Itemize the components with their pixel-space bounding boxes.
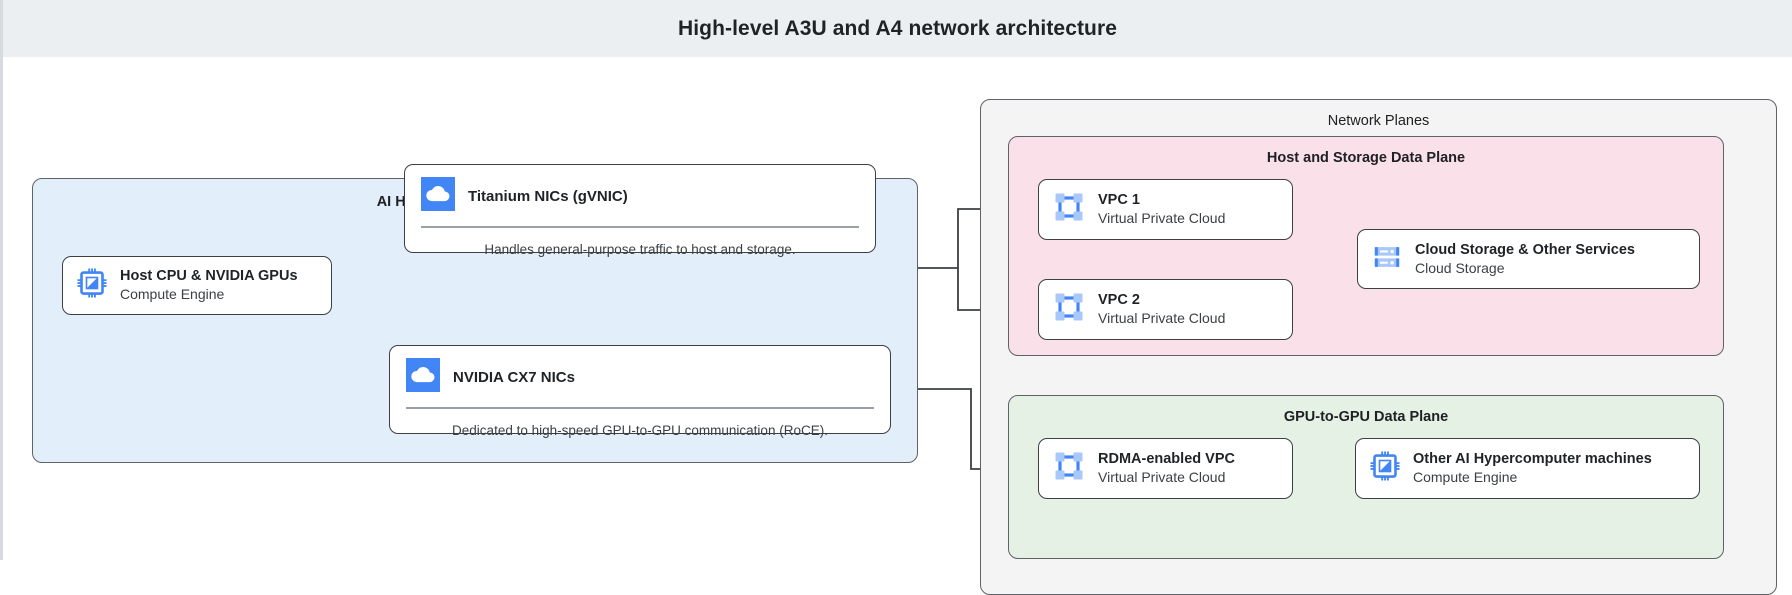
card-vpc-1[interactable]: VPC 1 Virtual Private Cloud [1038,179,1293,240]
vpc-icon [1053,191,1085,228]
card-cloud-storage-title: Cloud Storage & Other Services [1415,241,1635,258]
card-nvidia-cx7-nics[interactable]: NVIDIA CX7 NICs Dedicated to high-speed … [389,345,891,438]
cloud-icon [421,177,455,216]
card-nvidia-cx7-nics-divider [406,407,874,409]
card-vpc-1-subtitle: Virtual Private Cloud [1098,210,1226,227]
vpc-icon [1053,291,1085,328]
card-vpc-2-title: VPC 2 [1098,292,1140,309]
card-other-ai-hypercomputer-machines-title: Other AI Hypercomputer machines [1413,451,1652,468]
group-gpu-to-gpu-data-plane-title: GPU-to-GPU Data Plane [1283,409,1449,425]
card-cloud-storage[interactable]: Cloud Storage & Other Services Cloud Sto… [1357,229,1700,289]
card-nvidia-cx7-nics-head: NVIDIA CX7 NICs [390,346,890,407]
cpu-chip-icon [1370,451,1400,486]
cpu-chip-icon [77,268,107,303]
card-nvidia-cx7-nics-title: NVIDIA CX7 NICs [453,369,575,386]
card-other-ai-hypercomputer-machines-subtitle: Compute Engine [1413,469,1518,486]
card-nvidia-cx7-nics-caption: Dedicated to high-speed GPU-to-GPU commu… [452,423,828,438]
header-band: High-level A3U and A4 network architectu… [0,0,1792,57]
group-host-storage-data-plane-title: Host and Storage Data Plane [1266,150,1466,166]
card-host-cpu-gpus-subtitle: Compute Engine [120,286,225,303]
card-titanium-nics-head: Titanium NICs (gVNIC) [405,165,875,226]
card-titanium-nics-caption: Handles general-purpose traffic to host … [484,242,796,257]
card-vpc-2-subtitle: Virtual Private Cloud [1098,310,1226,327]
diagram-canvas: Network Planes Host and Storage Data Pla… [0,57,1792,595]
card-cloud-storage-subtitle: Cloud Storage [1415,259,1505,276]
card-rdma-enabled-vpc-title: RDMA-enabled VPC [1098,451,1235,468]
card-vpc-1-title: VPC 1 [1098,192,1140,209]
storage-icon [1372,242,1402,277]
page-title: High-level A3U and A4 network architectu… [677,16,1118,40]
vpc-icon [1053,450,1085,487]
cloud-icon [406,358,440,397]
card-titanium-nics-divider [421,226,859,228]
card-vpc-2[interactable]: VPC 2 Virtual Private Cloud [1038,279,1293,340]
card-titanium-nics[interactable]: Titanium NICs (gVNIC) Handles general-pu… [404,164,876,257]
card-host-cpu-gpus-title: Host CPU & NVIDIA GPUs [120,268,298,285]
group-network-planes-title: Network Planes [1327,113,1430,129]
card-rdma-enabled-vpc[interactable]: RDMA-enabled VPC Virtual Private Cloud [1038,438,1293,499]
card-rdma-enabled-vpc-subtitle: Virtual Private Cloud [1098,469,1226,486]
card-other-ai-hypercomputer-machines[interactable]: Other AI Hypercomputer machines Compute … [1355,438,1700,499]
card-titanium-nics-title: Titanium NICs (gVNIC) [468,188,628,205]
card-host-cpu-gpus[interactable]: Host CPU & NVIDIA GPUs Compute Engine [62,256,332,315]
